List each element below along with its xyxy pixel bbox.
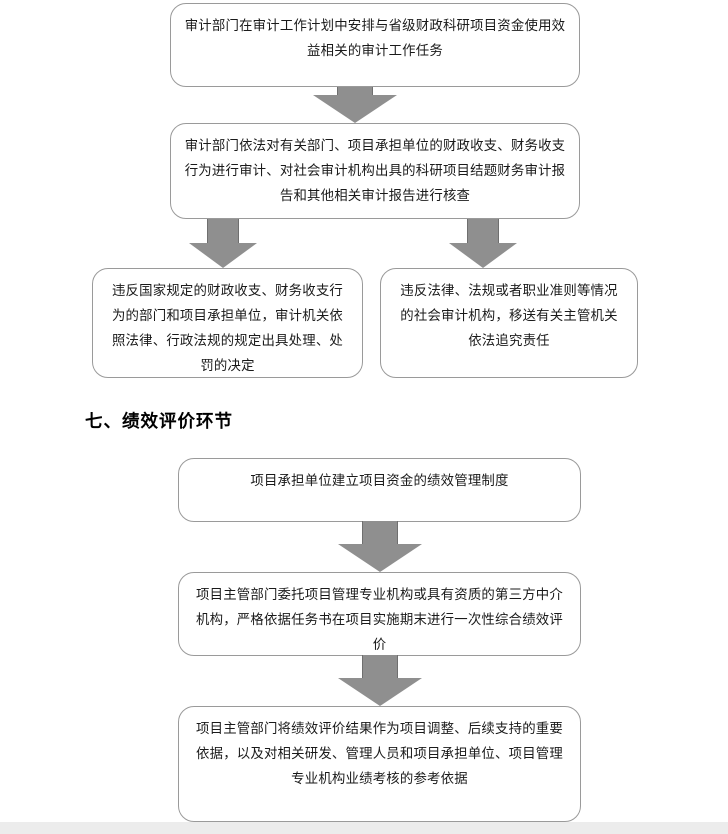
section-heading-performance: 七、绩效评价环节 xyxy=(85,412,233,432)
arrow-shaft xyxy=(467,219,499,243)
arrow-evaluate-to-apply xyxy=(338,655,422,706)
performance-apply-box: 项目主管部门将绩效评价结果作为项目调整、后续支持的重要依据，以及对相关研发、管理… xyxy=(178,706,581,822)
arrow-system-to-evaluate xyxy=(338,521,422,572)
arrow-shaft xyxy=(362,655,398,681)
audit-execute-text: 审计部门依法对有关部门、项目承担单位的财政收支、财务收支行为进行审计、对社会审计… xyxy=(184,138,566,203)
arrow-shaft xyxy=(362,521,398,547)
audit-plan-text: 审计部门在审计工作计划中安排与省级财政科研项目资金使用效益相关的审计工作任务 xyxy=(184,18,566,58)
arrow-head xyxy=(338,678,422,706)
performance-system-box: 项目承担单位建立项目资金的绩效管理制度 xyxy=(178,458,581,522)
audit-result-left-box: 违反国家规定的财政收支、财务收支行为的部门和项目承担单位，审计机关依照法律、行政… xyxy=(92,268,363,378)
arrow-head xyxy=(189,243,257,268)
performance-evaluate-text: 项目主管部门委托项目管理专业机构或具有资质的第三方中介机构，严格依据任务书在项目… xyxy=(196,587,563,652)
audit-result-left-text: 违反国家规定的财政收支、财务收支行为的部门和项目承担单位，审计机关依照法律、行政… xyxy=(111,283,344,373)
arrow-execute-to-result-left xyxy=(189,219,257,268)
arrow-shaft xyxy=(207,219,239,243)
arrow-head xyxy=(449,243,517,268)
arrow-head xyxy=(338,544,422,572)
performance-apply-text: 项目主管部门将绩效评价结果作为项目调整、后续支持的重要依据，以及对相关研发、管理… xyxy=(196,721,563,786)
audit-execute-box: 审计部门依法对有关部门、项目承担单位的财政收支、财务收支行为进行审计、对社会审计… xyxy=(170,123,580,219)
audit-result-right-box: 违反法律、法规或者职业准则等情况的社会审计机构，移送有关主管机关依法追究责任 xyxy=(380,268,638,378)
performance-system-text: 项目承担单位建立项目资金的绩效管理制度 xyxy=(250,473,509,488)
audit-plan-box: 审计部门在审计工作计划中安排与省级财政科研项目资金使用效益相关的审计工作任务 xyxy=(170,3,580,87)
arrow-execute-to-result-right xyxy=(449,219,517,268)
arrow-plan-to-execute xyxy=(313,87,397,123)
audit-result-right-text: 违反法律、法规或者职业准则等情况的社会审计机构，移送有关主管机关依法追究责任 xyxy=(400,283,618,348)
arrow-head xyxy=(313,95,397,123)
page-bottom-strip xyxy=(0,822,728,834)
performance-evaluate-box: 项目主管部门委托项目管理专业机构或具有资质的第三方中介机构，严格依据任务书在项目… xyxy=(178,572,581,656)
